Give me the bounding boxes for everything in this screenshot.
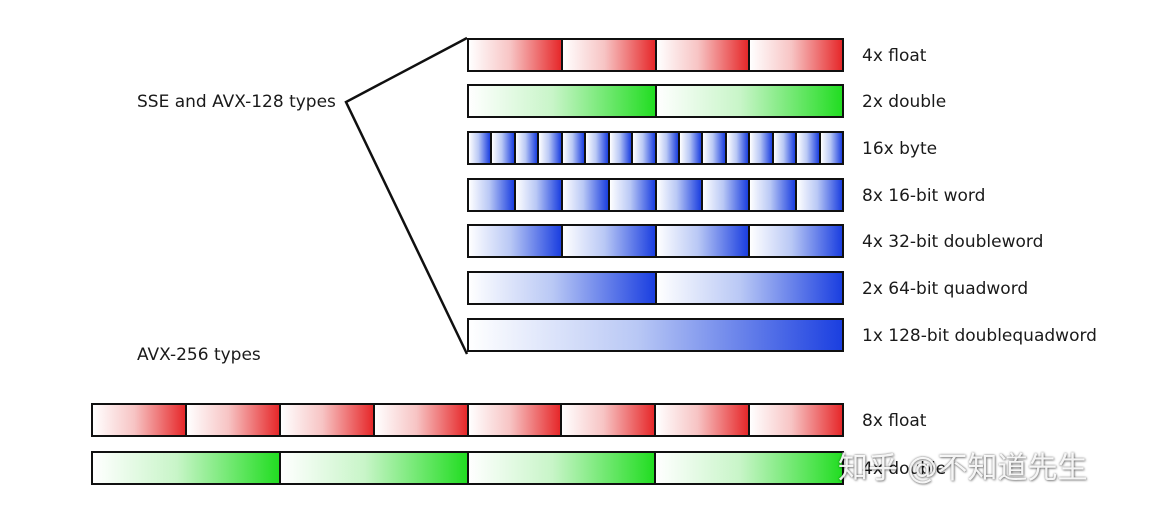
register-lane bbox=[280, 405, 375, 435]
register-lane bbox=[609, 180, 657, 210]
register-lane bbox=[469, 40, 563, 70]
register-lane bbox=[656, 133, 680, 163]
register-lane bbox=[797, 133, 821, 163]
register-row-label: 1x 128-bit doublequadword bbox=[862, 326, 1097, 346]
watermark-text: 知乎 @不知道先生 bbox=[838, 451, 1088, 486]
register-lane bbox=[726, 133, 751, 163]
register-lane bbox=[562, 180, 610, 210]
register-row-label: 8x float bbox=[862, 411, 927, 431]
register-lane bbox=[469, 133, 493, 163]
register-lane bbox=[656, 273, 842, 303]
register-row-label: 4x double bbox=[862, 459, 947, 479]
register-lane bbox=[492, 133, 516, 163]
register-lane bbox=[656, 453, 842, 483]
register-lane bbox=[773, 133, 798, 163]
register-row-label: 2x double bbox=[862, 92, 947, 112]
register-bar bbox=[467, 224, 844, 258]
register-lane bbox=[515, 180, 563, 210]
register-lane bbox=[93, 453, 281, 483]
register-lane bbox=[469, 320, 842, 350]
register-lane bbox=[562, 226, 657, 256]
register-bar bbox=[467, 271, 844, 305]
register-lane bbox=[750, 180, 798, 210]
register-row-label: 2x 64-bit quadword bbox=[862, 279, 1029, 299]
register-row-label: 4x float bbox=[862, 46, 927, 66]
group-label-avx256: AVX-256 types bbox=[137, 345, 261, 365]
register-lane bbox=[703, 133, 727, 163]
register-row-label: 8x 16-bit word bbox=[862, 186, 986, 206]
register-lane bbox=[750, 133, 774, 163]
register-bar bbox=[467, 131, 844, 165]
register-bar bbox=[91, 403, 844, 437]
register-lane bbox=[656, 40, 751, 70]
register-lane bbox=[468, 453, 657, 483]
register-lane bbox=[633, 133, 657, 163]
register-lane bbox=[562, 133, 587, 163]
register-lane bbox=[539, 133, 563, 163]
register-bar bbox=[91, 451, 844, 485]
register-lane bbox=[93, 405, 187, 435]
register-lane bbox=[703, 180, 751, 210]
register-lane bbox=[186, 405, 281, 435]
register-bar bbox=[467, 178, 844, 212]
register-lane bbox=[797, 180, 842, 210]
register-bar bbox=[467, 38, 844, 72]
register-lane bbox=[656, 86, 842, 116]
register-lane bbox=[679, 133, 704, 163]
register-row-label: 4x 32-bit doubleword bbox=[862, 232, 1044, 252]
register-lane bbox=[562, 40, 657, 70]
register-bar bbox=[467, 318, 844, 352]
register-lane bbox=[586, 133, 610, 163]
register-lane bbox=[609, 133, 634, 163]
group-label-sse-avx128: SSE and AVX-128 types bbox=[137, 92, 336, 112]
register-lane bbox=[374, 405, 469, 435]
register-lane bbox=[656, 405, 751, 435]
register-row-label: 16x byte bbox=[862, 139, 938, 159]
register-lane bbox=[750, 226, 842, 256]
register-lane bbox=[656, 226, 751, 256]
register-lane bbox=[656, 180, 704, 210]
register-lane bbox=[750, 40, 842, 70]
register-lane bbox=[562, 405, 657, 435]
register-lane bbox=[469, 273, 657, 303]
register-lane bbox=[750, 405, 842, 435]
register-lane bbox=[469, 86, 657, 116]
register-lane bbox=[468, 405, 563, 435]
register-lane bbox=[469, 180, 516, 210]
register-lane bbox=[469, 226, 563, 256]
register-lane bbox=[515, 133, 540, 163]
register-lane bbox=[280, 453, 469, 483]
register-lane bbox=[820, 133, 842, 163]
register-bar bbox=[467, 84, 844, 118]
bracket-line bbox=[344, 36, 469, 355]
